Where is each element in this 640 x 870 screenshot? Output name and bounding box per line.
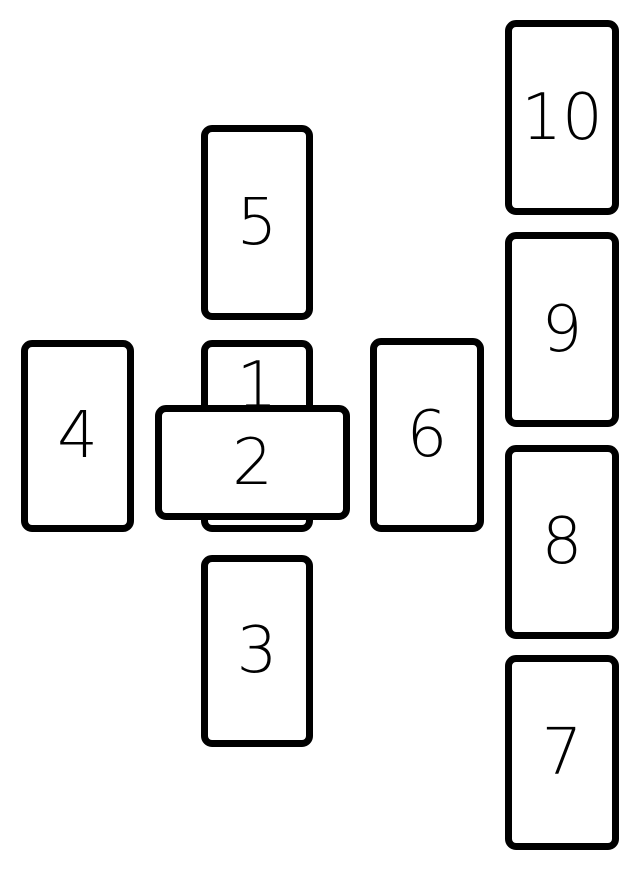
card-position-10-label: 10 [521,80,603,155]
card-position-5: 5 [201,125,313,320]
card-position-3-label: 3 [236,614,278,688]
card-position-9: 9 [505,232,619,427]
card-position-7-label: 7 [541,715,583,790]
card-position-7: 7 [505,655,619,850]
card-position-9-label: 9 [541,292,583,367]
card-position-6-label: 6 [406,398,448,472]
card-position-8-label: 8 [541,505,583,579]
card-position-2: 2 [155,405,350,520]
card-position-6: 6 [370,338,484,532]
card-position-4-label: 4 [57,399,98,473]
card-position-4: 4 [21,340,134,532]
card-position-8: 8 [505,445,619,639]
card-position-5-label: 5 [236,185,278,260]
card-position-3: 3 [201,555,313,747]
card-position-10: 10 [505,20,619,215]
card-position-2-label: 2 [232,425,273,500]
